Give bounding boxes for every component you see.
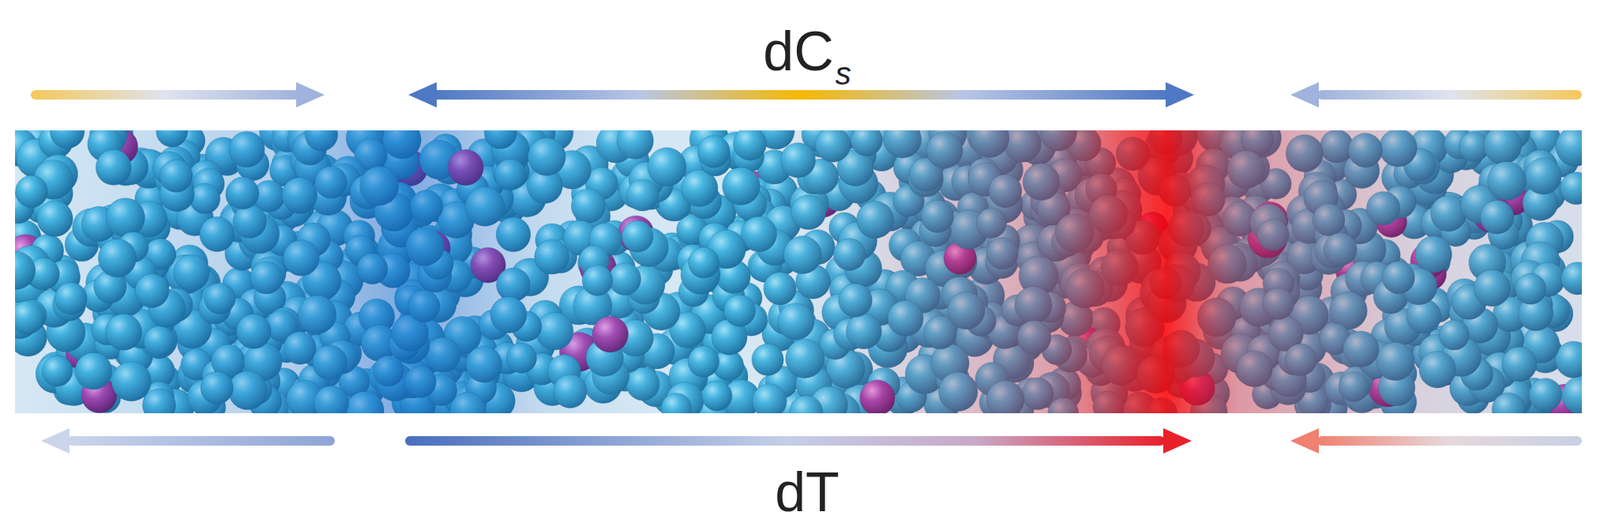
arrow-head xyxy=(1290,428,1319,454)
arrow-shaft xyxy=(405,435,1165,446)
arrow-head xyxy=(1290,82,1319,108)
temperature-tint xyxy=(15,130,1582,414)
concentration-arrows xyxy=(30,82,1582,108)
temperature-arrows xyxy=(41,428,1582,454)
gradient-symbol: dC xyxy=(762,20,834,83)
arrow-shaft xyxy=(1317,90,1582,100)
gradient-symbol: dT xyxy=(774,461,840,523)
arrow-head xyxy=(408,82,437,108)
subscript: s xyxy=(835,56,852,91)
arrow-head xyxy=(41,428,70,454)
concentration-label: dCs xyxy=(762,23,851,79)
arrow-head xyxy=(296,82,325,108)
arrow-shaft xyxy=(67,435,335,446)
arrow-shaft xyxy=(1317,435,1582,446)
temperature-label: dT xyxy=(774,464,840,520)
arrow-head xyxy=(1163,428,1192,454)
column-background xyxy=(15,130,1582,414)
particle-packing xyxy=(15,130,1582,414)
arrow-shaft xyxy=(434,90,1169,100)
arrow-shaft xyxy=(30,90,300,100)
arrow-head xyxy=(1165,82,1195,108)
